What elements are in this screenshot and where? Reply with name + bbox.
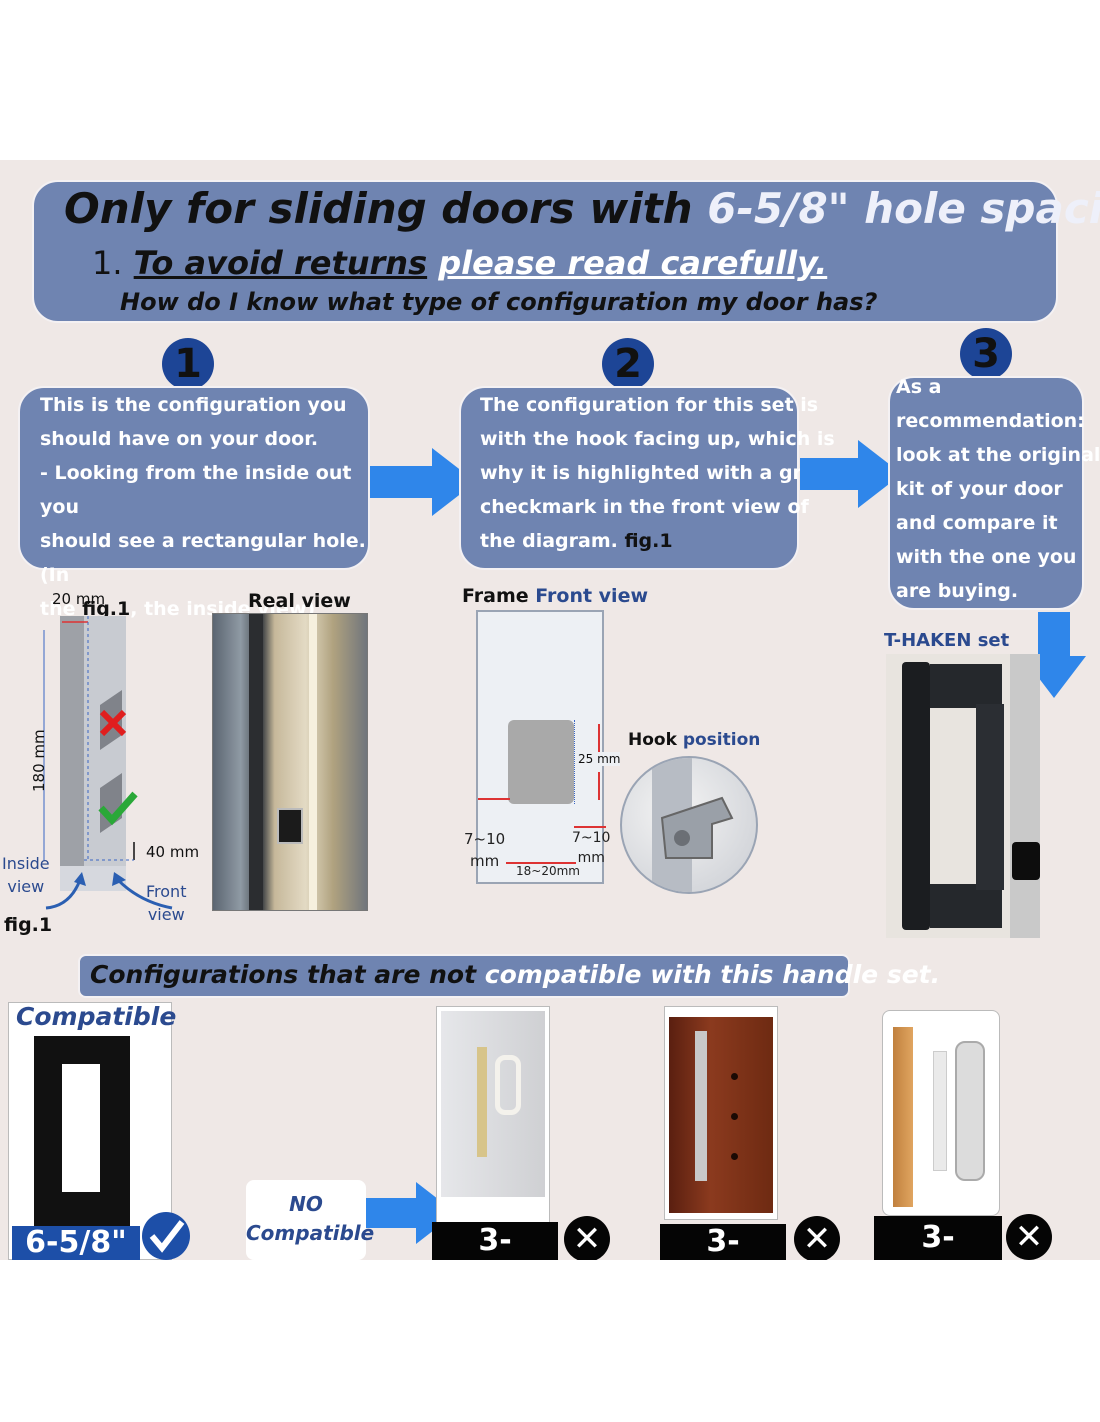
dim-bottom-frame-label: 18~20mm	[516, 864, 580, 878]
rectangular-hole	[277, 808, 303, 844]
arrow-right-icon	[800, 440, 902, 508]
incompatible-size-tag-3: 3-15/16"	[874, 1216, 1002, 1260]
x-circle-icon: ✕	[794, 1216, 840, 1260]
step-3-text: As a recommendation: look at the origina…	[896, 370, 1100, 608]
compatible-handle-photo	[34, 1036, 130, 1228]
fig1-caption: fig.1	[4, 914, 53, 936]
step-number-1: 1	[162, 338, 214, 390]
curved-arrow-icon	[45, 872, 173, 910]
step-2-box	[459, 386, 799, 570]
frame-diagram	[476, 610, 606, 884]
step-number-2: 2	[602, 338, 654, 390]
step-1-text: This is the configuration you should hav…	[40, 388, 370, 626]
compatible-size-tag: 6-5/8"	[12, 1226, 140, 1260]
inside-view-label: Inside view	[2, 854, 50, 896]
incompatible-size-tag-1: 3-15/16"	[432, 1222, 558, 1260]
dim-left-label: 7~10 mm	[464, 830, 506, 870]
step-3-line: and compare it	[896, 512, 1058, 534]
step-3-line: As a	[896, 376, 942, 398]
question-text: How do I know what type of configuration…	[120, 288, 878, 316]
infographic-canvas: Only for sliding doors with 6-5/8" hole …	[0, 160, 1100, 1260]
step-3-line: with the one you	[896, 546, 1077, 568]
hole-rect	[508, 720, 574, 804]
config-banner	[78, 954, 850, 998]
step-2-line: the diagram. fig.1	[480, 530, 673, 552]
fig1-diagram	[43, 616, 135, 891]
incompatible-size-tag-2: 3-15/16"	[660, 1224, 786, 1260]
dim-height-label: 180 mm	[30, 729, 48, 792]
no-compatible-label: NO Compatible	[246, 1192, 375, 1245]
step-3-line: kit of your door	[896, 478, 1063, 500]
step-2-line: checkmark in the front view of	[480, 496, 809, 518]
incompatible-card-3	[882, 1010, 1000, 1216]
title-highlight: 6-5/8" hole spacing.	[707, 184, 1100, 233]
incompatible-card-2	[664, 1006, 778, 1220]
dim-right-label: 7~10 mm	[572, 830, 611, 866]
step-1-box	[18, 386, 370, 570]
title-prefix: Only for sliding doors with	[64, 184, 693, 233]
arrow-right-icon	[370, 448, 476, 516]
step-1-line: - Looking from the inside out you	[40, 462, 352, 518]
red-cross-icon	[99, 709, 127, 737]
green-check-icon	[98, 791, 138, 826]
page-title: Only for sliding doors with 6-5/8" hole …	[64, 184, 1100, 233]
step-2-text: The configuration for this set is with t…	[480, 388, 841, 558]
step-1-line: should have on your door.	[40, 428, 319, 450]
real-view-photo	[212, 613, 368, 911]
hook-title: Hook position	[628, 730, 761, 750]
subtitle-number: 1.	[92, 244, 123, 282]
step-3-line: are buying.	[896, 580, 1019, 602]
step-1-line: should see a rectangular hole. (In	[40, 530, 366, 586]
x-circle-icon: ✕	[1006, 1214, 1052, 1260]
step-2-line: why it is highlighted with a green	[480, 462, 841, 484]
frame-title: Frame Front view	[462, 585, 649, 607]
real-view-title: Real view	[248, 590, 351, 612]
hook-photo	[620, 756, 758, 894]
subtitle-part-b: please read carefully.	[438, 244, 828, 282]
step-number-3: 3	[960, 328, 1012, 380]
no-compatible-card	[246, 1180, 366, 1260]
thaken-photo	[886, 654, 1040, 938]
dim-top-label: 20 mm	[52, 590, 106, 608]
step-3-line: recommendation:	[896, 410, 1085, 432]
compatible-label: Compatible	[16, 1002, 177, 1031]
dim-bottom-label: 40 mm	[146, 843, 200, 861]
front-view-label: Front view	[146, 882, 187, 924]
config-banner-text: Configurations that are not compatible w…	[90, 960, 941, 989]
step-1-line: This is the configuration you	[40, 394, 347, 416]
blue-check-icon	[142, 1212, 190, 1260]
header-panel: Only for sliding doors with 6-5/8" hole …	[32, 180, 1100, 323]
step-3-box	[888, 376, 1084, 610]
step-3-line: look at the original	[896, 444, 1100, 466]
subtitle-part-a: To avoid returns	[133, 244, 428, 282]
x-circle-icon: ✕	[564, 1216, 610, 1260]
subtitle: 1. To avoid returns please read carefull…	[92, 244, 827, 282]
step-2-line: The configuration for this set is	[480, 394, 819, 416]
dim-25-label: 25 mm	[578, 752, 621, 766]
step-2-line: with the hook facing up, which is	[480, 428, 835, 450]
thaken-title: T-HAKEN set	[884, 630, 1010, 651]
incompatible-card-1	[436, 1006, 550, 1232]
